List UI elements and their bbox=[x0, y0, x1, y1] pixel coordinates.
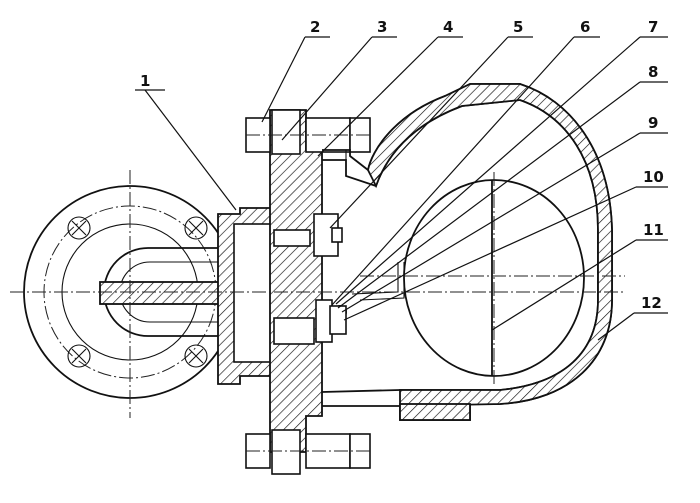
callout-5: 5 bbox=[513, 18, 523, 36]
inlet-cover bbox=[217, 207, 275, 385]
callout-12: 12 bbox=[641, 294, 662, 312]
bottom-bolt bbox=[245, 429, 371, 475]
callout-6: 6 bbox=[580, 18, 590, 36]
leader-lines bbox=[135, 36, 668, 341]
callout-2: 2 bbox=[310, 18, 320, 36]
lever-and-seat bbox=[315, 262, 405, 343]
callout-3: 3 bbox=[377, 18, 387, 36]
callout-1: 1 bbox=[140, 72, 150, 90]
top-bolt bbox=[245, 109, 371, 155]
callout-4: 4 bbox=[443, 18, 453, 36]
callout-10: 10 bbox=[643, 168, 664, 186]
flange-bolt-holes bbox=[67, 216, 208, 368]
callout-8: 8 bbox=[648, 63, 658, 81]
callout-11: 11 bbox=[643, 221, 664, 239]
callout-9: 9 bbox=[648, 114, 658, 132]
callout-numbers: 1 2 3 4 5 6 7 8 9 10 11 12 bbox=[140, 18, 664, 312]
center-lines bbox=[10, 170, 625, 418]
callout-7: 7 bbox=[648, 18, 658, 36]
valve-body-shell bbox=[321, 83, 613, 421]
body-flange bbox=[245, 109, 371, 475]
